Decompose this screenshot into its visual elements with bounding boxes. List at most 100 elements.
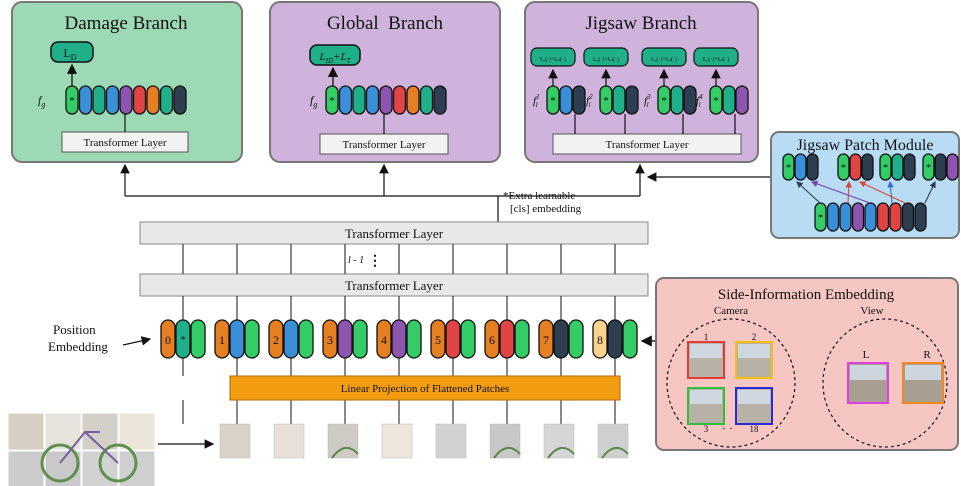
sky-fill <box>905 365 941 380</box>
embedded-token <box>568 319 584 359</box>
position-embedding-arrow <box>122 336 152 346</box>
token <box>92 85 106 115</box>
position-index: 8 <box>597 333 603 347</box>
bicycle-patch-icon <box>543 423 575 459</box>
jigsaw-token <box>683 85 697 115</box>
module-token <box>826 202 840 232</box>
position-index: 6 <box>489 333 495 347</box>
cls-star-icon: * <box>661 95 667 107</box>
token <box>119 85 133 115</box>
module-token <box>861 153 874 181</box>
module-token <box>879 153 892 181</box>
module-token <box>864 202 877 232</box>
module-link-arrow <box>924 181 936 204</box>
camera-id: 1 <box>704 332 709 342</box>
token <box>392 85 407 115</box>
backbone-top-layer: Transformer Layer <box>345 226 444 241</box>
input-patches <box>219 423 629 459</box>
embedded-token <box>268 319 284 359</box>
view-id: L <box>863 349 870 361</box>
jigsaw-token <box>709 85 723 115</box>
position-index: 5 <box>435 333 441 347</box>
cls-star-icon: * <box>786 162 792 174</box>
token <box>406 85 420 115</box>
module-token <box>794 153 807 181</box>
jigsaw-token <box>612 85 626 115</box>
jigsaw-patch-module: Jigsaw Patch Module ***** <box>770 131 960 239</box>
side-information-embedding: Side-Information Embedding Camera View 1… <box>655 277 959 451</box>
cls-star-icon: * <box>180 334 186 346</box>
module-token <box>889 202 902 232</box>
damage-branch-title: Damage Branch <box>65 13 188 34</box>
view-id: R <box>923 349 931 361</box>
token <box>105 85 120 115</box>
token <box>325 85 339 115</box>
embedded-token <box>175 319 191 359</box>
damage-loss: LD <box>63 46 76 62</box>
embedded-token <box>484 319 500 359</box>
embedded-token <box>322 319 338 359</box>
bicycle-patch-icon <box>7 412 45 451</box>
backbone-depth-label: l - 1 <box>348 255 364 266</box>
position-index: 1 <box>219 333 225 347</box>
jigsaw-token <box>559 85 573 115</box>
bicycle-patch-icon <box>7 450 45 486</box>
position-embedding-label-1: Position <box>53 322 96 337</box>
jigsaw-loss-box <box>583 47 629 67</box>
bicycle-patch-icon <box>489 423 521 459</box>
cls-star-icon: * <box>713 95 719 107</box>
token <box>365 85 380 115</box>
embedded-token <box>553 319 569 359</box>
backbone-links <box>182 244 616 424</box>
damage-branch: Damage Branch LD fg * Transformer Layer <box>11 1 243 163</box>
module-link-arrow <box>810 180 871 204</box>
bicycle-patch-icon <box>381 423 413 459</box>
embedded-token <box>514 319 530 359</box>
module-token <box>901 202 915 232</box>
position-index: 0 <box>165 333 171 347</box>
jigsaw-loss-box <box>530 47 576 67</box>
embedded-token <box>622 319 638 359</box>
position-index: 7 <box>543 333 549 347</box>
token <box>65 85 79 115</box>
jigsaw-token <box>599 85 613 115</box>
module-token <box>922 153 935 181</box>
bicycle-patch-icon <box>597 423 629 459</box>
camera-id: 3 <box>704 424 709 434</box>
jigsaw-loss-row: Lₓ(·)+Lₜ(·)Lₓ(·)+Lₜ(·)Lₓ(·)+Lₜ(·)Lₓ(·)+L… <box>530 47 739 86</box>
camera-label: Camera <box>714 305 748 317</box>
module-token <box>839 202 852 232</box>
cls-star-icon: * <box>818 212 824 224</box>
cls-star-icon: * <box>883 162 889 174</box>
wheel-mark <box>547 447 575 459</box>
bicycle-patch-icon <box>327 423 359 459</box>
bicycle-patch-icon <box>118 412 156 451</box>
jigsaw-patch-module-title: Jigsaw Patch Module <box>797 137 934 154</box>
jigsaw-patch-module-tokens: ***** <box>782 153 959 232</box>
sky-fill <box>850 365 886 380</box>
global-loss: LID+LT <box>319 51 352 65</box>
cls-note: *Extra learnable <box>503 190 575 202</box>
jigsaw-token <box>657 85 671 115</box>
global-token-row: * <box>325 85 447 115</box>
module-token <box>849 153 862 181</box>
bicycle-patch-icon <box>273 423 305 459</box>
module-token <box>782 153 795 181</box>
jigsaw-token <box>546 85 560 115</box>
global-branch: Global Branch LID+LT fg * Transformer La… <box>269 1 501 163</box>
jigsaw-token <box>625 85 639 115</box>
embedded-token <box>538 319 554 359</box>
camera-dots: · · <box>722 421 733 435</box>
embedded-token <box>190 319 206 359</box>
token <box>78 85 93 115</box>
token <box>338 85 353 115</box>
token <box>159 85 174 115</box>
wheel-mark <box>331 447 359 459</box>
